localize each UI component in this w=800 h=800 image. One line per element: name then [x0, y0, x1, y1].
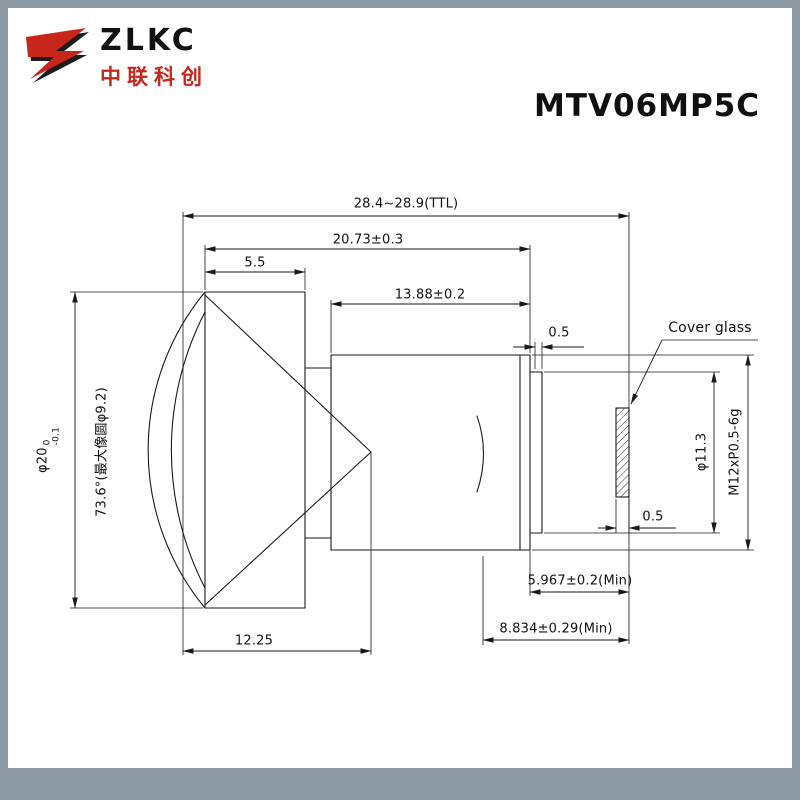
dim-flange-thickness: 5.5	[244, 255, 266, 271]
dim-bfl-min: 5.967±0.2(Min)	[527, 573, 633, 589]
paper-sheet	[8, 8, 792, 768]
cover-glass	[615, 407, 630, 498]
dim-glass-thickness: 0.5	[642, 509, 664, 525]
field-angle-label: 73.6°(最大像圆φ9.2)	[94, 387, 110, 517]
dim-ttl: 28.4~28.9(TTL)	[353, 196, 459, 212]
dim-rear-gap: 0.5	[548, 325, 570, 341]
extension-lines	[70, 212, 758, 655]
logo-text: ZLKC 中联科创	[100, 26, 208, 91]
thread-spec: M12xP0.5-6g	[727, 408, 743, 496]
tolerance-lower: -0.1	[52, 426, 62, 446]
rear-lens-surface-arc	[476, 415, 484, 493]
front-lens-outer-arc	[147, 291, 206, 609]
brand-logo: ZLKC 中联科创	[26, 26, 208, 91]
dim-step-diameter: φ11.3	[694, 432, 710, 472]
cover-glass-label: Cover glass	[668, 320, 752, 336]
dim-barrel-length: 13.88±0.2	[394, 287, 466, 303]
dim-front-length: 12.25	[234, 633, 274, 649]
cover-glass-hatched-rect	[615, 407, 630, 498]
front-diameter-tolerance: 0-0.1	[43, 426, 63, 446]
field-cone-upper-line	[204, 294, 372, 453]
dim-overall-length: 20.73±0.3	[332, 232, 404, 248]
model-number: MTV06MP5C	[534, 88, 761, 124]
brand-name: ZLKC	[100, 23, 197, 58]
cover-glass-leader-line	[630, 339, 663, 405]
brand-name-chinese: 中联科创	[100, 65, 208, 89]
lens-outline	[147, 291, 543, 609]
front-lens-inner-arc	[170, 311, 206, 589]
logo-z-icon	[26, 28, 89, 83]
field-cone-lower-line	[204, 451, 372, 606]
front-diameter-value: φ20	[35, 447, 51, 474]
dim-mech-bfl-min: 8.834±0.29(Min)	[499, 621, 613, 637]
dimension-lines	[72, 213, 751, 654]
